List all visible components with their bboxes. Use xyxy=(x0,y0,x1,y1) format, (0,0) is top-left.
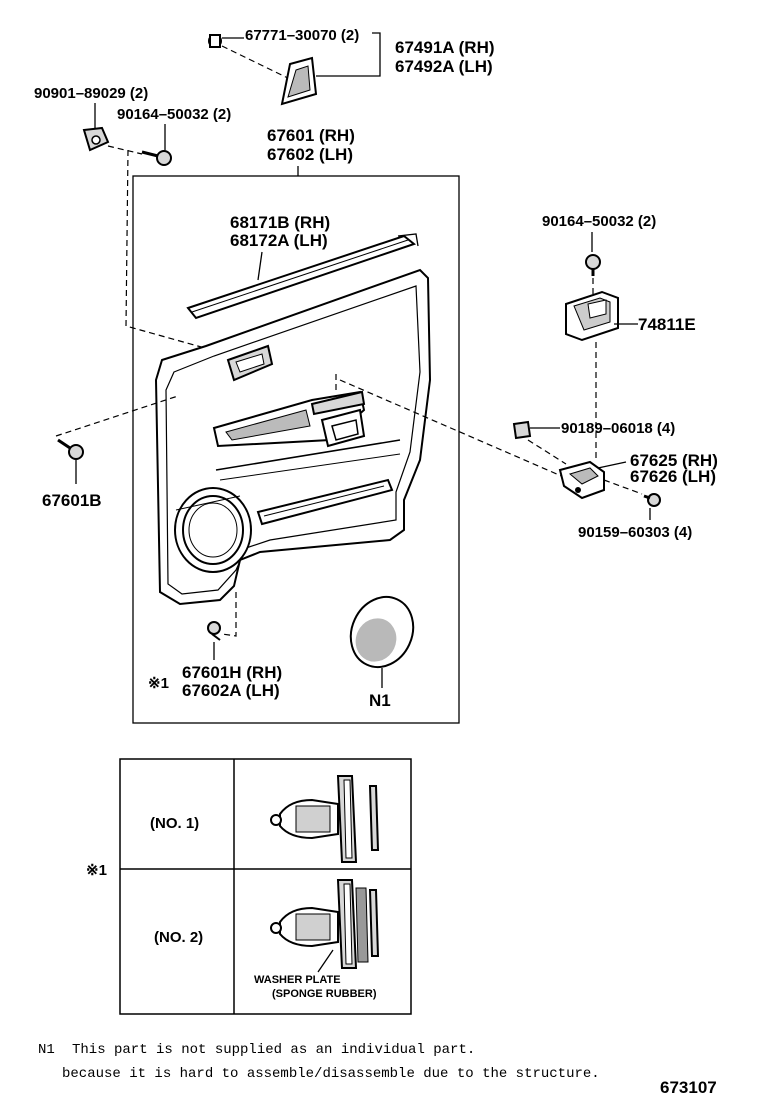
label-67601H: 67601H (RH) xyxy=(182,663,282,682)
detail-row1-label: (NO. 1) xyxy=(150,815,199,832)
mark-N1: N1 xyxy=(369,691,391,710)
label-67601B: 67601B xyxy=(42,491,102,510)
speaker-grille-n1-icon xyxy=(349,595,415,669)
label-74811E: 74811E xyxy=(638,315,696,334)
figure-number: 673107 xyxy=(660,1078,717,1097)
label-67491A: 67491A (RH) xyxy=(395,38,495,57)
label-67771: 67771–30070 (2) xyxy=(245,27,359,44)
clip-67601H-icon xyxy=(207,621,221,641)
label-67625: 67625 (RH) xyxy=(630,451,718,470)
label-90159: 90159–60303 (4) xyxy=(578,524,692,541)
door-trim-panel-icon xyxy=(154,268,432,606)
clip-90901-icon xyxy=(82,126,110,152)
clip-67601B-icon xyxy=(57,438,84,460)
screw-90159-icon xyxy=(643,493,661,507)
footnote-line2: because it is hard to assemble/disassemb… xyxy=(62,1066,600,1082)
footnote-marker: N1 xyxy=(38,1042,55,1058)
detail-star-label: ※1 xyxy=(86,862,107,879)
label-67602: 67602 (LH) xyxy=(267,145,353,164)
label-67602A: 67602A (LH) xyxy=(182,681,280,700)
label-68171B: 68171B (RH) xyxy=(230,213,330,232)
label-90189: 90189–06018 (4) xyxy=(561,420,675,437)
footnote-line1: This part is not supplied as an individu… xyxy=(72,1042,475,1058)
washer-plate-label: WASHER PLATE xyxy=(254,974,341,986)
clip-67771-icon xyxy=(208,34,222,48)
screw-90164-top-icon xyxy=(141,150,172,166)
label-90901: 90901–89029 (2) xyxy=(34,85,148,102)
label-67601: 67601 (RH) xyxy=(267,126,355,145)
door-trim-box xyxy=(132,175,460,724)
clip-no2-icon xyxy=(270,879,380,969)
weatherstrip-icon xyxy=(186,233,419,320)
detail-row2-label: (NO. 2) xyxy=(154,929,203,946)
label-67626: 67626 (LH) xyxy=(630,467,716,486)
label-90164-right: 90164–50032 (2) xyxy=(542,213,656,230)
inside-handle-67625-icon xyxy=(558,460,605,500)
clip-90189-icon xyxy=(512,420,532,440)
window-switch-74811E-icon xyxy=(565,290,619,342)
label-67492A: 67492A (LH) xyxy=(395,57,493,76)
screw-90164-right-icon xyxy=(585,254,601,276)
clip-no1-icon xyxy=(270,775,380,863)
mark-star1: ※1 xyxy=(148,675,169,692)
label-90164-top: 90164–50032 (2) xyxy=(117,106,231,123)
label-68172A: 68172A (LH) xyxy=(230,231,328,250)
mirror-cover-icon xyxy=(280,56,318,106)
detail-table xyxy=(119,758,412,1015)
sponge-rubber-label: (SPONGE RUBBER) xyxy=(272,988,377,1000)
